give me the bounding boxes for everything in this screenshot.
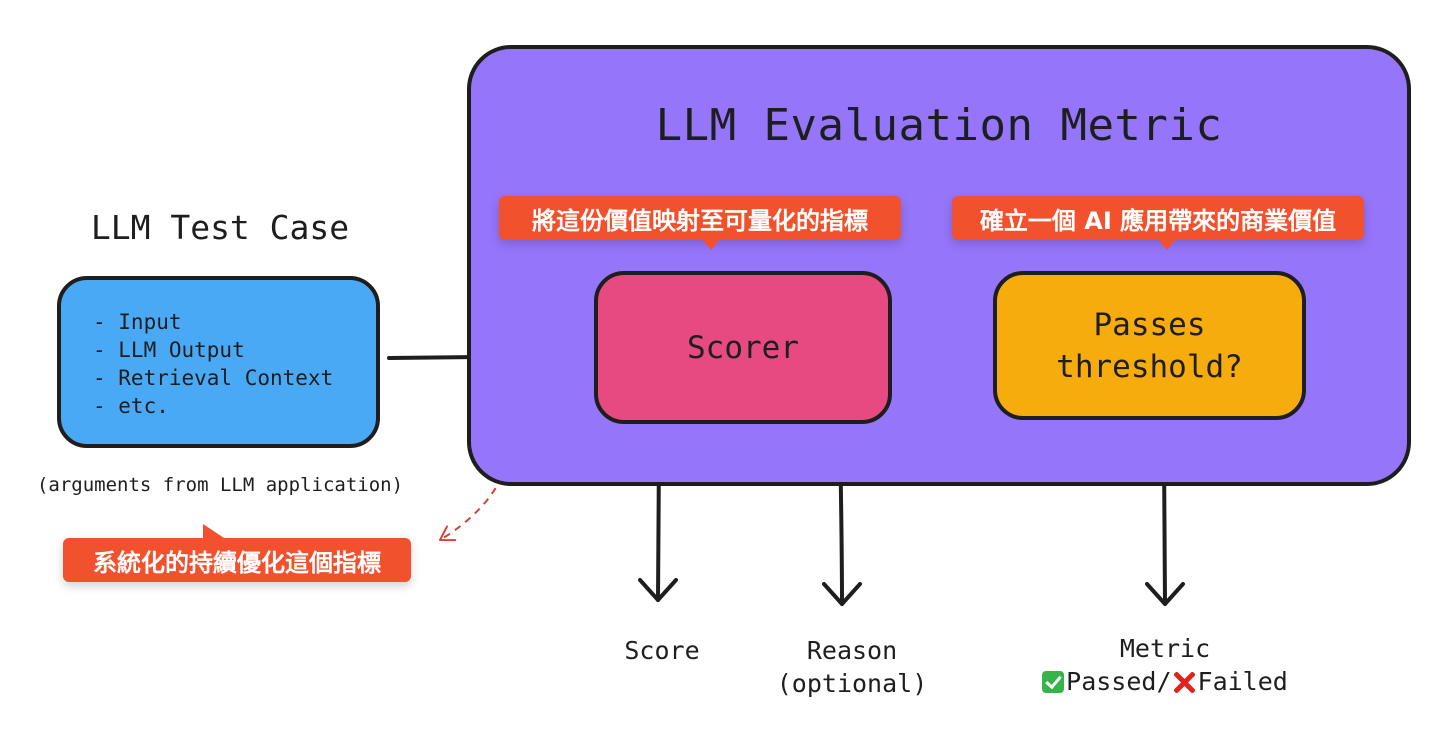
check-mark-icon [1042, 671, 1065, 693]
output-metric-label: Metric Passed/Failed [1020, 632, 1310, 698]
callout-optimize-text: 系統化的持續優化這個指標 [93, 548, 381, 577]
test-case-title: LLM Test Case [90, 208, 350, 247]
callout-optimize: 系統化的持續優化這個指標 [63, 524, 411, 582]
scorer-label: Scorer [687, 329, 799, 366]
cross-mark-icon [1172, 670, 1196, 694]
output-reason-line1: Reason [806, 636, 898, 665]
output-reason-line2: (optional) [776, 669, 928, 698]
test-case-item: - etc. [93, 394, 169, 418]
metric-panel-title: LLM Evaluation Metric [655, 100, 1223, 151]
threshold-label-line2: threshold? [1056, 348, 1243, 385]
callout-tail [1158, 239, 1176, 250]
threshold-label-line1: Passes [1093, 306, 1206, 343]
test-case-caption: (arguments from LLM application) [36, 474, 404, 496]
test-case-item: - Input [93, 310, 182, 334]
output-passed-text: Passed/ [1066, 667, 1172, 696]
callout-tail [203, 524, 227, 540]
callout-business-value-text: 確立一個 AI 應用帶來的商業價值 [979, 206, 1337, 235]
test-case-item: - Retrieval Context [93, 366, 334, 390]
callout-map-to-metric-text: 將這份價值映射至可量化的指標 [532, 206, 868, 235]
output-metric-status: Passed/Failed [1020, 665, 1310, 698]
output-metric-line1: Metric [1119, 634, 1211, 663]
threshold-box[interactable]: Passes threshold? [993, 271, 1306, 420]
output-score-label: Score [624, 636, 700, 665]
scorer-box[interactable]: Scorer [594, 271, 892, 424]
output-reason-label: Reason (optional) [760, 634, 944, 700]
output-failed-text: Failed [1197, 667, 1288, 696]
callout-business-value: 確立一個 AI 應用帶來的商業價值 [952, 196, 1364, 250]
callout-tail [702, 239, 720, 250]
callout-map-to-metric: 將這份價值映射至可量化的指標 [499, 196, 901, 250]
test-case-item: - LLM Output [93, 338, 245, 362]
test-case-box[interactable]: - Input - LLM Output - Retrieval Context… [57, 276, 380, 448]
